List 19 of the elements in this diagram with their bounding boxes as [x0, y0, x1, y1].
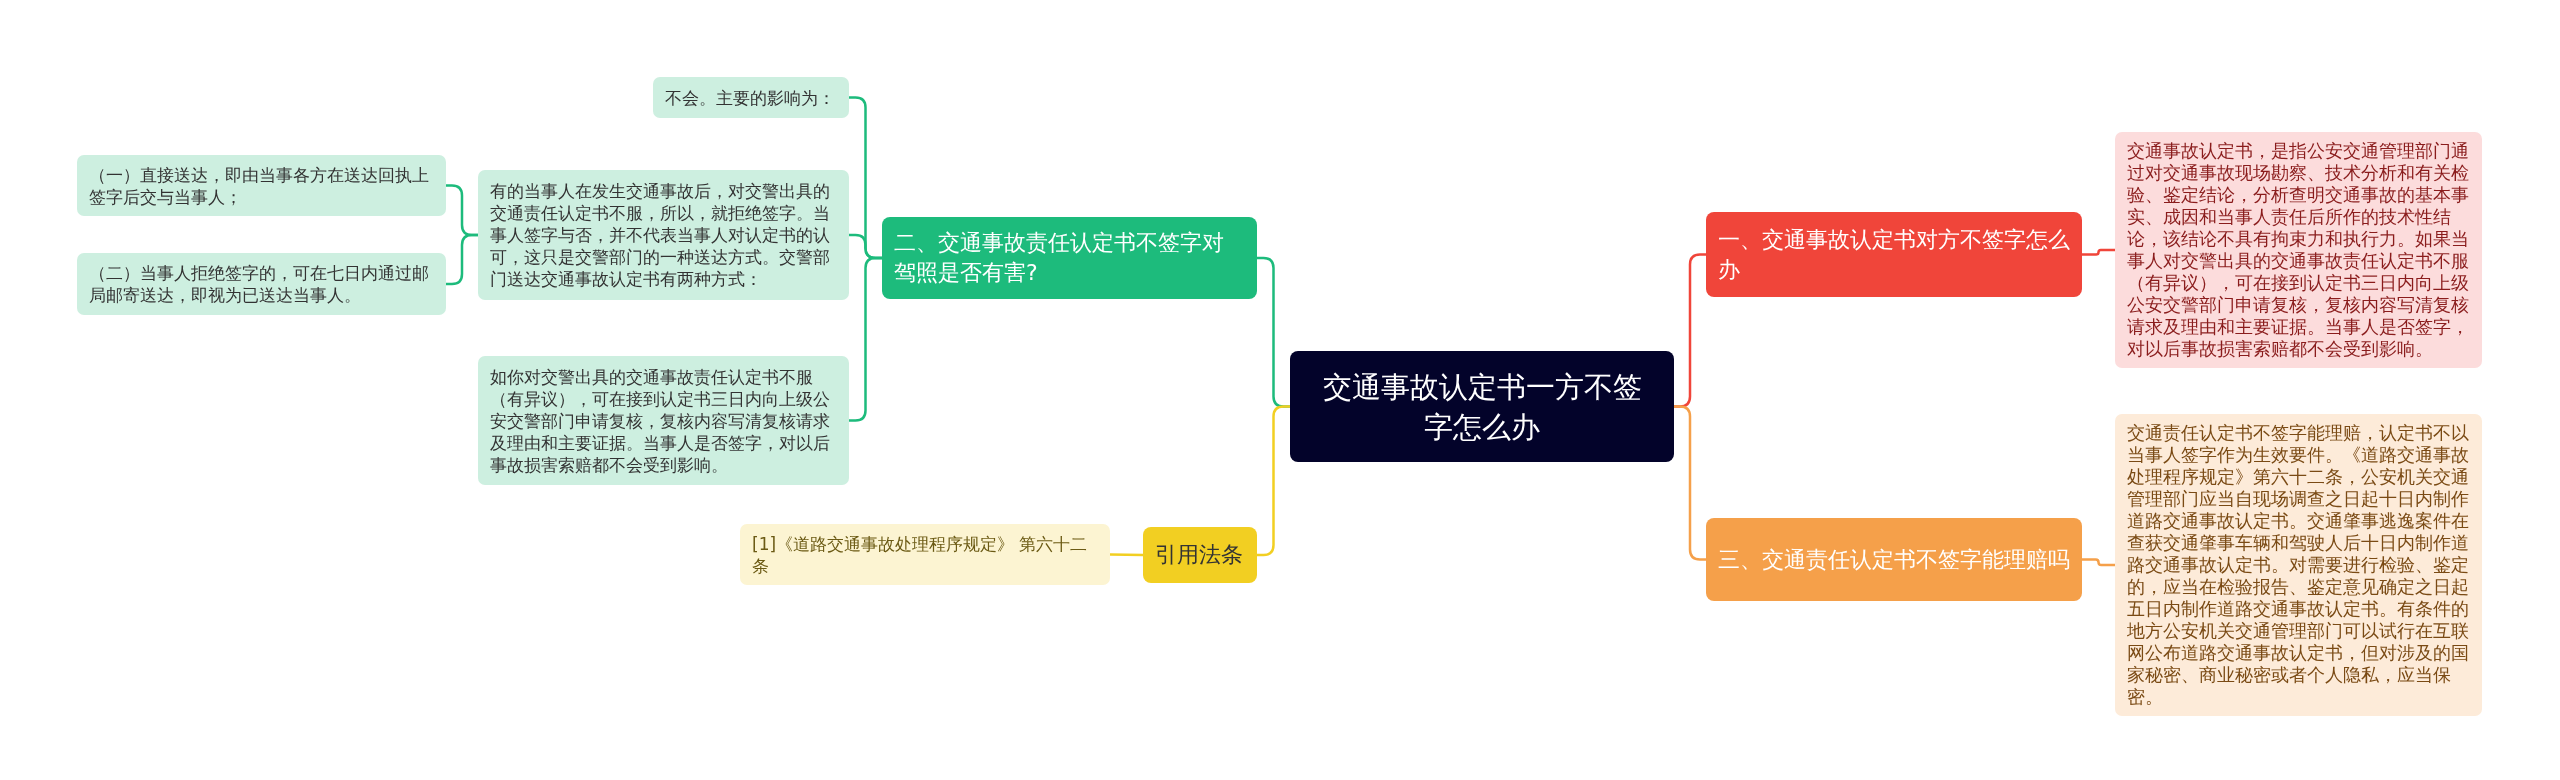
note-box: 不会。主要的影响为：: [653, 77, 849, 118]
note-box: [1]《道路交通事故处理程序规定》 第六十二条: [740, 524, 1110, 585]
connector-line: [446, 233, 478, 286]
branch-topic: 一、交通事故认定书对方不签字怎么办: [1706, 212, 2082, 297]
note-box: 交通事故认定书，是指公安交通管理部门通过对交通事故现场勘察、技术分析和有关检验、鉴定结论，分析查明交通事故的基本事实、成因和当事人责任后所作的技术性结论，该结论不具有拘束力和执行力。如果当事人对交警出具的交通事故责任认定书不服（有异议），可在接到认定书三日内向上级公安交警部门申请复核，复核内容写清复核请求及理由和主要证据。当事人是否签字，对以后事故损害索赔都不会受到影响。: [2115, 132, 2482, 368]
note-box: （一）直接送达，即由当事各方在送达回执上签字后交与当事人；: [77, 155, 446, 216]
note-box: （二）当事人拒绝签字的，可在七日内通过邮局邮寄送达，即视为已送达当事人。: [77, 253, 446, 315]
connector-line: [1257, 405, 1290, 557]
connector-line: [2082, 558, 2115, 567]
connector-line: [849, 256, 882, 422]
central-topic: 交通事故认定书一方不签字怎么办: [1290, 351, 1674, 462]
note-box: 如你对交警出具的交通事故责任认定书不服（有异议），可在接到认定书三日内向上级公安交警部门申请复核，复核内容写清复核请求及理由和主要证据。当事人是否签字，对以后事故损害索赔都不会受到影响。: [478, 356, 849, 485]
connector-line: [2082, 248, 2115, 256]
branch-topic: 二、交通事故责任认定书不签字对驾照是否有害?: [882, 217, 1257, 299]
note-box: 交通责任认定书不签字能理赔，认定书不以当事人签字作为生效要件。《道路交通事故处理程序规定》第六十二条，公安机关交通管理部门应当自现场调查之日起十日内制作道路交通事故认定书。交通肇事逃逸案件在查获交通肇事车辆和驾驶人后十日内制作道路交通事故认定书。对需要进行检验、鉴定的，应当在检验报告、鉴定意见确定之日起五日内制作道路交通事故认定书。有条件的地方公安机关交通管理部门可以试行在互联网公布道路交通事故认定书，但对涉及的国家秘密、商业秘密或者个人隐私，应当保密。: [2115, 414, 2482, 716]
connector-line: [1110, 553, 1143, 557]
branch-topic: 引用法条: [1143, 527, 1257, 583]
branch-topic: 三、交通责任认定书不签字能理赔吗: [1706, 518, 2082, 601]
note-box: 有的当事人在发生交通事故后，对交警出具的交通责任认定书不服，所以，就拒绝签字。当事人签字与否，并不代表当事人对认定书的认可，这只是交警部门的一种送达方式。交警部门送达交通事故认定书有两种方式：: [478, 170, 849, 300]
